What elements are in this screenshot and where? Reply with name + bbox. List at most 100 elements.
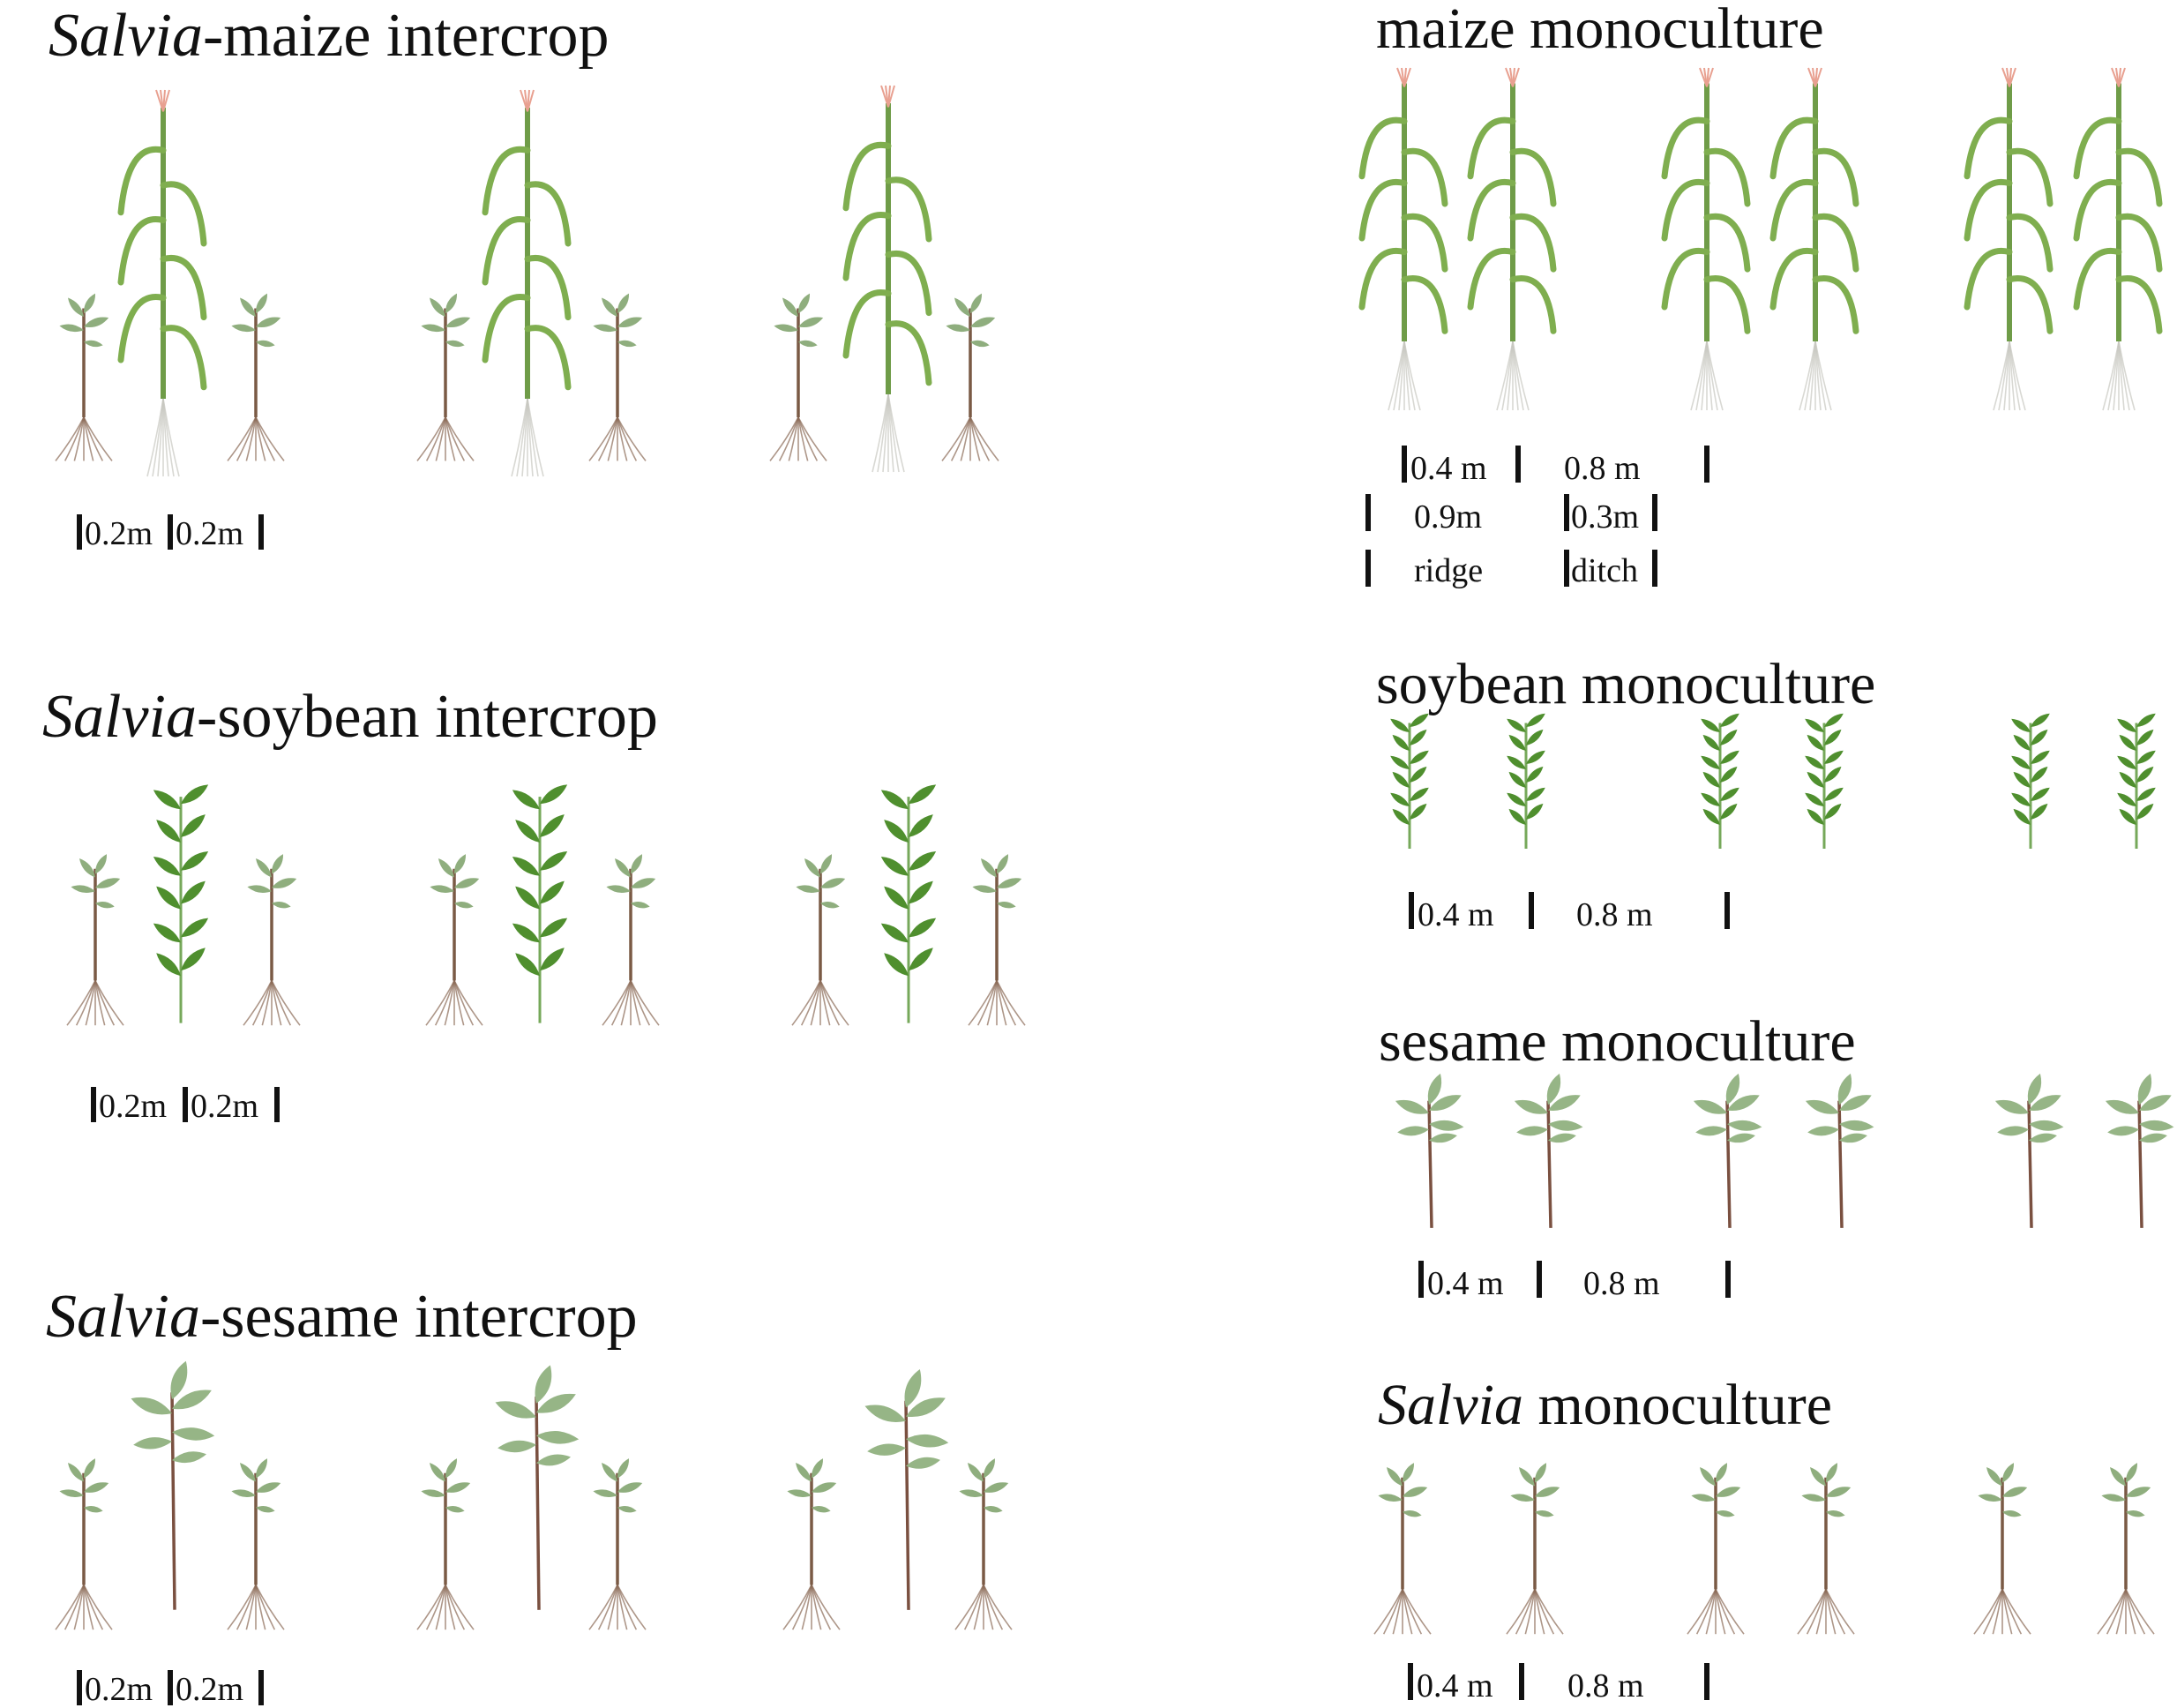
scale-tick [274,1087,280,1122]
salvia-plant [243,854,301,1026]
salvia-plant [968,854,1026,1026]
maize-plant [1467,67,1557,411]
salvia-sesame-title: Salvia-sesame intercrop [46,1286,638,1348]
sesame-plant [1994,1073,2064,1228]
salvia-plant [602,854,660,1026]
soybean-plant [1701,713,1739,849]
maize-plant [117,89,207,477]
title-rest: -sesame intercrop [199,1283,638,1351]
soybean-plant [880,784,937,1023]
sesame-mono-title: sesame monoculture [1379,1009,1856,1074]
salvia-plant [588,293,647,461]
soybean-plant [1390,713,1429,849]
scale-tick [168,514,173,550]
salvia-plant [55,1458,113,1630]
scale-tick [1408,1663,1413,1700]
salvia-plant [2097,1463,2155,1635]
spacing-label: 0.2m [85,515,153,552]
scale-tick [1564,494,1569,531]
spacing-label: 0.2m [191,1088,259,1125]
salvia-plant [227,1458,285,1630]
scale-tick [258,514,264,550]
row-spacing-label: 0.4 m [1417,1667,1493,1704]
salvia-plant [588,1458,647,1630]
sesame-plant [1693,1073,1762,1228]
maize-plant [842,85,932,473]
bed-name-label: ditch [1571,552,1638,589]
scale-tick [1519,1663,1524,1700]
row-spacing-label: 0.8 m [1576,896,1653,933]
scale-tick [1652,550,1657,587]
bed-width-label: 0.3m [1571,498,1640,536]
scale-tick [1725,1261,1731,1298]
spacing-label: 0.2m [176,1671,244,1708]
spacing-label: 0.2m [176,515,244,552]
title-italic: Salvia [1378,1373,1523,1437]
salvia-plant [227,293,285,461]
row-spacing-label: 0.4 m [1410,450,1487,487]
scale-tick [1365,494,1371,531]
row-spacing-label: 0.8 m [1567,1667,1644,1704]
scale-tick [1724,892,1730,929]
spacing-label: 0.2m [85,1671,153,1708]
salvia-maize-title: Salvia-maize intercrop [49,5,610,67]
bed-width-label: 0.9m [1414,498,1483,536]
maize-plant [1661,67,1751,411]
soybean-plant [2117,713,2156,849]
title-rest: monoculture [1522,1373,1833,1437]
salvia-soybean-title: Salvia-soybean intercrop [42,686,658,748]
salvia-plant [66,854,124,1026]
scale-tick [1704,446,1709,483]
title-italic: Salvia [49,2,203,70]
salvia-plant [1973,1463,2031,1635]
scale-tick [1515,446,1521,483]
scale-tick [168,1670,173,1705]
row-spacing-label: 0.4 m [1427,1265,1504,1302]
sesame-plant [131,1360,215,1610]
salvia-plant [425,854,483,1026]
scale-tick [1402,446,1407,483]
sesame-plant [495,1365,580,1610]
scale-tick [1529,892,1534,929]
soybean-plant [512,784,568,1023]
scale-tick [77,514,82,550]
sesame-plant [1395,1073,1464,1228]
scale-tick [1418,1261,1424,1298]
salvia-plant [416,1458,475,1630]
scale-tick [1409,892,1414,929]
scale-tick [1704,1663,1709,1700]
maize-plant [482,89,572,477]
maize-mono-title: maize monoculture [1376,0,1824,61]
soybean-plant [1805,713,1844,849]
sesame-plant [2105,1073,2174,1228]
scale-tick [1652,494,1657,531]
row-spacing-label: 0.8 m [1564,450,1641,487]
salvia-plant [416,293,475,461]
scale-tick [183,1087,188,1122]
row-spacing-label: 0.8 m [1583,1265,1660,1302]
salvia-plant [941,293,999,461]
maize-plant [1964,67,2054,411]
sesame-plant [864,1368,949,1610]
sesame-plant [1514,1073,1583,1228]
scale-tick [1537,1261,1542,1298]
salvia-plant [1797,1463,1855,1635]
maize-plant [1358,67,1448,411]
salvia-plant [782,1458,841,1630]
salvia-plant [1687,1463,1745,1635]
spacing-label: 0.2m [99,1088,168,1125]
salvia-plant [1373,1463,1432,1635]
scale-tick [258,1670,264,1705]
soybean-plant [153,784,209,1023]
scale-tick [91,1087,96,1122]
salvia-plant [954,1458,1013,1630]
title-rest: -maize intercrop [202,2,610,70]
soybean-plant [2011,713,2050,849]
salvia-plant [1506,1463,1564,1635]
sesame-plant [1805,1073,1874,1228]
title-italic: Salvia [42,683,197,751]
scale-tick [1365,550,1371,587]
maize-plant [1769,67,1859,411]
salvia-plant [55,293,113,461]
salvia-plant [769,293,827,461]
